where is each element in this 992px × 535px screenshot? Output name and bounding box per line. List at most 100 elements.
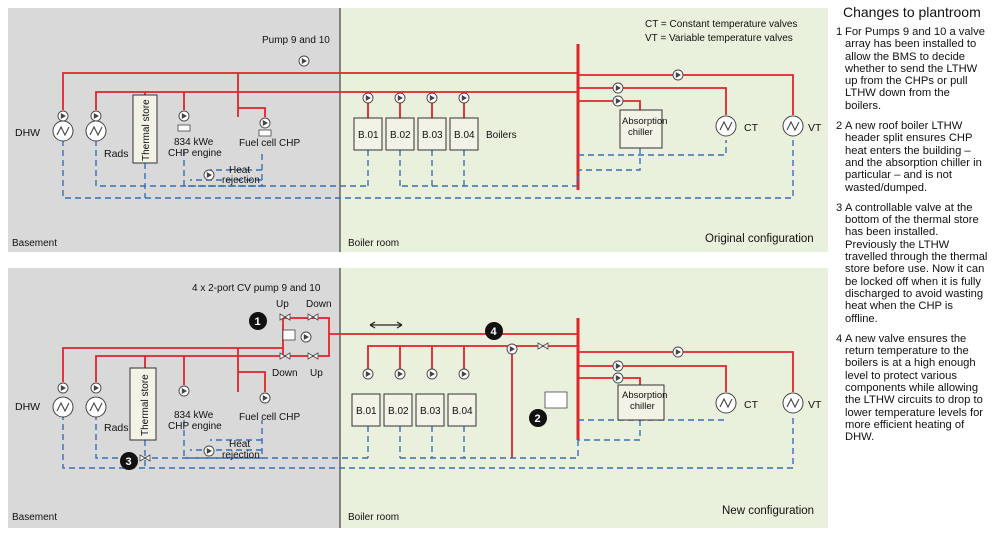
note-text: For Pumps 9 and 10 a valve array has bee… <box>845 26 985 112</box>
pump-array-label: 4 x 2-port CV pump 9 and 10 <box>192 283 321 294</box>
fuel-cell-label: Fuel cell CHP <box>239 138 300 149</box>
pump-icon <box>506 343 518 355</box>
original-config-label: Original configuration <box>705 233 814 245</box>
chp-label-1: 834 kWe <box>174 137 214 148</box>
heat-rejection-label-1: Heat <box>229 439 250 450</box>
pump-icon <box>259 392 271 404</box>
boiler-b01 <box>351 393 381 427</box>
pump-icon <box>259 117 271 129</box>
note-number: 4 <box>836 332 843 345</box>
legend-vt: VT = Variable temperature valves <box>645 33 793 44</box>
marker-4: 4 <box>485 322 503 340</box>
down-label-2: Down <box>272 368 298 379</box>
rads-coil-icon <box>85 396 107 418</box>
pump-icon <box>458 92 470 104</box>
pump-icon <box>612 82 624 94</box>
boiler-b04 <box>447 393 477 427</box>
basement-label: Basement <box>12 512 57 523</box>
heat-rejection-label-2: rejection <box>222 450 260 461</box>
valve-icon <box>307 313 319 321</box>
new-config-label: New configuration <box>722 505 814 517</box>
pump-icon <box>362 92 374 104</box>
b01-label: B.01 <box>356 406 377 417</box>
up-label-2: Up <box>310 368 323 379</box>
chp-label-1: 834 kWe <box>174 410 214 421</box>
ct-label: CT <box>744 122 759 134</box>
b03-label: B.03 <box>420 406 441 417</box>
pump-icon <box>394 92 406 104</box>
vt-label: VT <box>808 399 822 411</box>
heat-rejection-label-1: Heat <box>229 165 250 176</box>
vt-coil-icon <box>782 392 804 414</box>
boiler-b02 <box>385 117 415 151</box>
pump-icon <box>672 69 684 81</box>
pump-icon <box>90 382 102 394</box>
vt-label: VT <box>808 122 822 134</box>
double-arrow-icon <box>369 321 403 329</box>
pump-icon <box>178 110 190 122</box>
boiler-b01 <box>353 117 383 151</box>
pump-icon <box>90 110 102 122</box>
note-number: 3 <box>836 201 843 214</box>
boiler-b03 <box>415 393 445 427</box>
absorption-chiller <box>619 109 663 149</box>
heat-rejection-pump-icon <box>203 445 215 457</box>
ct-label: CT <box>744 399 759 411</box>
pump-icon <box>458 368 470 380</box>
thermal-store-label: Thermal store <box>140 374 151 436</box>
note-number: 2 <box>836 120 843 133</box>
dhw-label: DHW <box>15 401 40 413</box>
valve-icon <box>537 342 549 350</box>
panel-original: Thermal store B.01 B.02 B.03 B.04 Boiler… <box>8 8 828 252</box>
boiler-b03 <box>417 117 447 151</box>
ct-coil-icon <box>715 115 737 137</box>
pump-icon <box>612 372 624 384</box>
pump-icon <box>426 92 438 104</box>
absorption-label-1: Absorption <box>622 390 667 401</box>
b04-label: B.04 <box>454 130 475 141</box>
note-number: 1 <box>836 26 843 38</box>
pump-icon <box>426 368 438 380</box>
rads-label: Rads <box>104 148 129 160</box>
pump-icon <box>672 346 684 358</box>
pump-icon <box>57 382 69 394</box>
boiler-room-label: Boiler room <box>348 512 399 523</box>
pump-9-10-label: Pump 9 and 10 <box>262 35 330 46</box>
pump-icon <box>362 368 374 380</box>
marker-2-text: 2 <box>535 413 541 425</box>
panel-new: Thermal store B.01 B.02 B.03 B.04 Absorp… <box>8 268 828 528</box>
b02-label: B.02 <box>390 130 411 141</box>
ct-coil-icon <box>715 392 737 414</box>
down-label-1: Down <box>306 299 332 310</box>
note-text: A controllable valve at the bottom of th… <box>845 201 988 325</box>
absorption-label-1: Absorption <box>622 116 667 127</box>
marker-1: 1 <box>249 312 267 330</box>
thermal-store <box>132 94 158 164</box>
pump-icon <box>612 360 624 372</box>
note-text: A new valve ensures the return temperatu… <box>845 332 984 444</box>
valve-icon <box>279 352 291 360</box>
up-label-1: Up <box>276 299 289 310</box>
pump-9-10-icon <box>298 55 310 67</box>
valve-icon <box>307 352 319 360</box>
b04-label: B.04 <box>452 406 473 417</box>
absorption-chiller <box>617 384 665 421</box>
absorption-label-2: chiller <box>628 127 653 138</box>
b01-label: B.01 <box>358 130 379 141</box>
marker-3-text: 3 <box>126 456 132 468</box>
marker-3: 3 <box>120 452 138 470</box>
boiler-room-area <box>340 268 828 528</box>
boiler-b04 <box>449 117 479 151</box>
valve-icon <box>139 454 151 462</box>
notes-title: Changes to plantroom <box>843 4 981 20</box>
chp-label-2: CHP engine <box>168 421 222 432</box>
plantroom-schematic: Thermal store B.01 B.02 B.03 B.04 Boiler… <box>8 8 828 528</box>
boiler-room-label: Boiler room <box>348 238 399 249</box>
boiler-b02 <box>383 393 413 427</box>
heat-rejection-label-2: rejection <box>222 175 260 186</box>
